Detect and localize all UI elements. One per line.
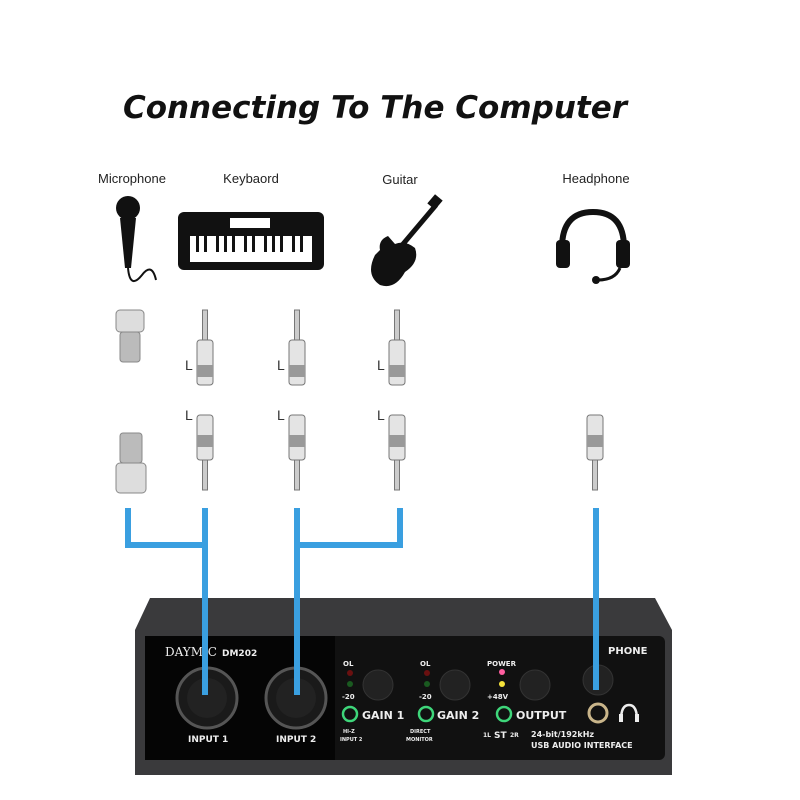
cables	[125, 508, 599, 695]
output-knob[interactable]	[519, 669, 551, 701]
quarter-inch-jack-plug-icon	[388, 414, 406, 491]
ol-led-1	[347, 670, 353, 676]
audio-interface: DAYMIC DM202 PHONE INPUT 1 INPUT 2 OL -2…	[135, 598, 672, 775]
minus20-label-1: -20	[342, 693, 355, 701]
gain-2-knob[interactable]	[439, 669, 471, 701]
plug-label-l: L	[277, 357, 285, 373]
headphone-jack[interactable]	[587, 702, 609, 724]
st-right-label: 2R	[510, 732, 519, 739]
input-1-label: INPUT 1	[188, 735, 228, 745]
input-2-combo-jack[interactable]	[264, 666, 328, 730]
power-label: POWER	[487, 660, 517, 668]
quarter-inch-jack-plug-icon	[196, 414, 214, 491]
xlr-female-connector-icon	[115, 309, 145, 363]
signal-led-2	[424, 681, 430, 687]
guitar-icon	[371, 194, 443, 287]
minus20-label-2: -20	[419, 693, 432, 701]
phantom-label: +48V	[487, 693, 509, 701]
quarter-inch-jack-plug-icon	[196, 309, 214, 386]
quarter-inch-jack-plug-icon	[288, 309, 306, 386]
output-label: OUTPUT	[516, 709, 567, 722]
hiz-label: HI-Z	[343, 729, 355, 735]
phantom-power-ring-led[interactable]	[495, 705, 513, 723]
label-keyboard: Keybaord	[223, 171, 279, 186]
spec-label: 24-bit/192kHz	[531, 730, 594, 739]
ol-label-1: OL	[343, 660, 354, 668]
quarter-inch-jack-plug-icon	[388, 309, 406, 386]
power-led	[499, 669, 505, 675]
signal-led-1	[347, 681, 353, 687]
plug-label-l: L	[185, 407, 193, 423]
direct-label: DIRECT	[410, 729, 431, 735]
gain-1-ring-led	[341, 705, 359, 723]
gain-2-label: GAIN 2	[437, 709, 479, 722]
usb-audio-interface-label: USB AUDIO INTERFACE	[531, 741, 633, 750]
cable-line	[297, 508, 403, 548]
st-label: ST	[494, 731, 507, 741]
phantom-led	[499, 681, 505, 687]
monitor-label: MONITOR	[406, 737, 433, 743]
label-guitar: Guitar	[382, 172, 418, 187]
page-title: Connecting To The Computer	[123, 90, 629, 126]
model-label: DM202	[222, 649, 257, 659]
plug-label-l: L	[377, 407, 385, 423]
ol-label-2: OL	[420, 660, 431, 668]
input-2-label: INPUT 2	[276, 735, 316, 745]
keyboard-icon	[178, 212, 324, 270]
plug-label-l: L	[185, 357, 193, 373]
xlr-male-connector-icon	[115, 432, 147, 494]
quarter-inch-jack-plug-icon	[288, 414, 306, 491]
gain-1-knob[interactable]	[362, 669, 394, 701]
hiz-input2-label: INPUT 2	[340, 737, 363, 743]
gain-1-label: GAIN 1	[362, 709, 404, 722]
direct-monitor-ring-led[interactable]	[417, 705, 435, 723]
st-left-label: 1L	[483, 732, 491, 739]
input-1-combo-jack[interactable]	[175, 666, 239, 730]
brand-label: DAYMIC	[165, 645, 217, 659]
label-headphone: Headphone	[562, 171, 629, 186]
quarter-inch-jack-plug-icon	[586, 414, 604, 491]
plug-label-l: L	[377, 357, 385, 373]
plug-label-l: L	[277, 407, 285, 423]
microphone-icon	[116, 196, 157, 283]
headphone-small-icon	[619, 703, 639, 722]
phone-label: PHONE	[608, 646, 648, 657]
headphone-icon	[556, 208, 630, 284]
ol-led-2	[424, 670, 430, 676]
cable-line	[125, 508, 205, 548]
label-microphone: Microphone	[98, 171, 166, 186]
